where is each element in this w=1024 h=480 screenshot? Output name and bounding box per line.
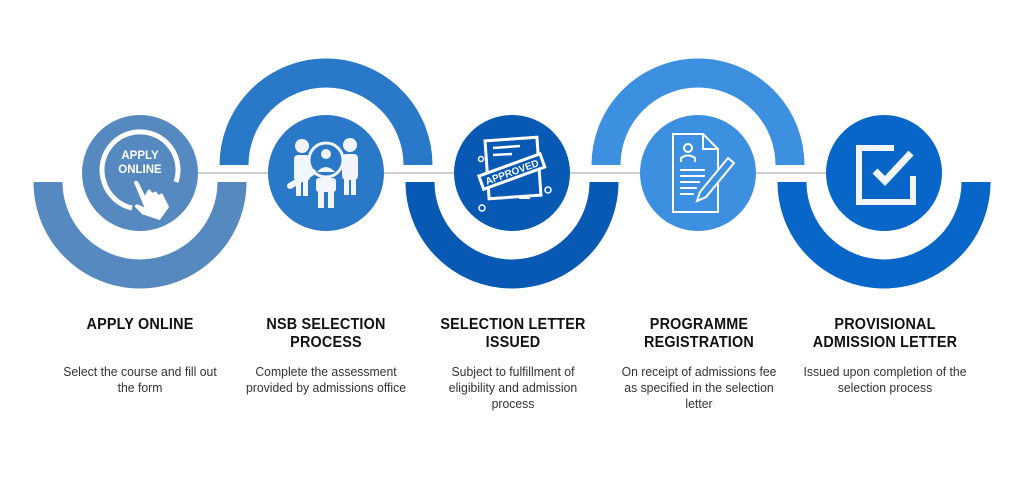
- svg-text:APPLY: APPLY: [121, 150, 159, 162]
- step-circle: [640, 115, 756, 231]
- step-description: On receipt of admissions fee as specifie…: [621, 364, 777, 411]
- apply-online-click-icon: APPLY ONLINE: [99, 129, 181, 222]
- step-description: Subject to fulfillment of eligibility an…: [448, 364, 578, 411]
- step-description: Complete the assessment provided by admi…: [245, 364, 407, 395]
- registration-form-pencil-icon: [672, 133, 736, 213]
- step-title: PROVISIONAL ADMISSION LETTER: [812, 316, 958, 351]
- candidate-search-icon: [287, 138, 358, 208]
- step-title: SELECTION LETTER ISSUED: [440, 316, 586, 351]
- step-title: NSB SELECTION PROCESS: [266, 316, 386, 351]
- step-title: PROGRAMME REGISTRATION: [644, 316, 754, 351]
- step-nsb-selection: NSB SELECTION PROCESS Complete the asses…: [236, 316, 416, 396]
- step-circle: [268, 115, 384, 231]
- step-arc: [33, 181, 247, 289]
- step-arc: [219, 58, 433, 166]
- process-diagram: APPLY ONLINE APPROVED: [33, 58, 991, 289]
- step-arc: [405, 181, 619, 289]
- step-circle: [826, 115, 942, 231]
- step-description: Select the course and fill out the form: [63, 364, 217, 395]
- step-selection-letter: SELECTION LETTER ISSUED Subject to fulfi…: [423, 316, 603, 412]
- svg-text:ONLINE: ONLINE: [118, 164, 162, 176]
- step-programme-registration: PROGRAMME REGISTRATION On receipt of adm…: [609, 316, 789, 412]
- step-provisional-admission: PROVISIONAL ADMISSION LETTER Issued upon…: [795, 316, 975, 396]
- step-arc: [777, 181, 991, 289]
- step-title: APPLY ONLINE: [86, 316, 194, 333]
- checkbox-check-icon: [856, 145, 916, 205]
- step-apply-online: APPLY ONLINE Select the course and fill …: [50, 316, 230, 396]
- step-arc: [591, 58, 805, 166]
- step-description: Issued upon completion of the selection …: [803, 364, 967, 395]
